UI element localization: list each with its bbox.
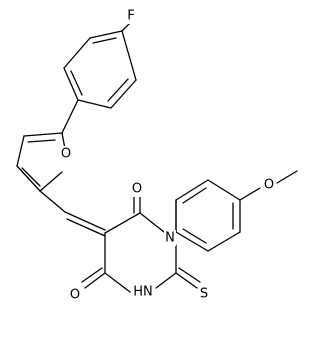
aryl-o-bond xyxy=(239,187,261,201)
lower-carbonyl-a xyxy=(84,272,106,289)
exocyclic-double-bond-a xyxy=(64,211,106,231)
atom-labels: F O O O O N HN S xyxy=(60,8,276,303)
fluorophenyl-ring xyxy=(63,30,137,109)
n-aryl-label: N xyxy=(165,231,175,246)
o-methyl-bond xyxy=(276,170,298,184)
furan-ring xyxy=(16,132,67,192)
methoxyphenyl-ring xyxy=(175,179,241,252)
nh-label: HN xyxy=(133,285,153,300)
furan-methine-bond xyxy=(39,190,66,213)
lower-carbonyl-b xyxy=(81,267,103,283)
lower-carbonyl-oxygen-label: O xyxy=(70,288,80,303)
methoxy-oxygen-label: O xyxy=(264,178,274,193)
thione-a xyxy=(175,272,198,289)
pyrimidine-ring xyxy=(104,212,177,293)
exocyclic-double-bond-b xyxy=(66,218,106,237)
bonds xyxy=(16,21,298,293)
furan-oxygen-label: O xyxy=(61,147,71,162)
aryl-furan-bond xyxy=(61,99,79,134)
fluorine-label: F xyxy=(127,9,134,24)
thione-b xyxy=(178,267,201,283)
thione-sulfur-label: S xyxy=(200,287,208,302)
upper-carbonyl-oxygen-label: O xyxy=(132,182,142,197)
